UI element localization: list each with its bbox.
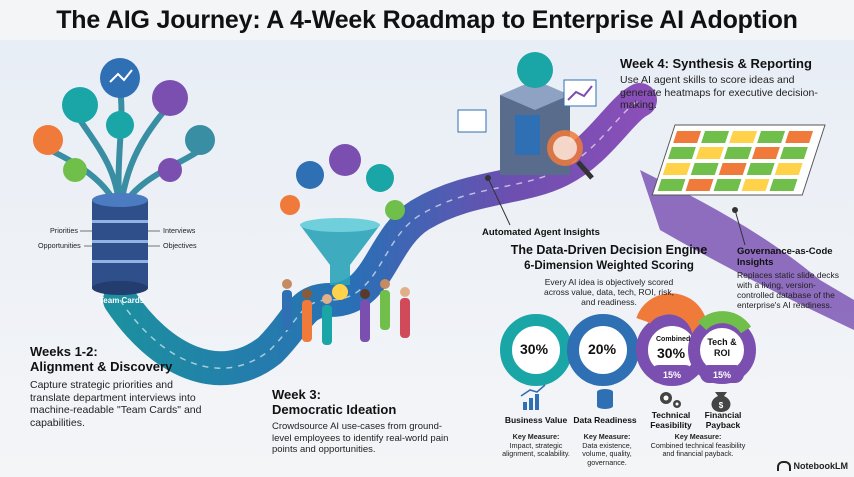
week12-body: Capture strategic priorities and transla… <box>30 379 202 429</box>
decision-engine-section: The Data-Driven Decision Engine 6-Dimens… <box>494 243 724 307</box>
measure-business-value: Key Measure: Impact, strategic alignment… <box>496 432 576 459</box>
team-cards-database <box>92 193 148 295</box>
decision-engine-illustration <box>457 52 597 180</box>
money-bag-icon: $ <box>711 392 731 412</box>
score-rings <box>500 293 756 386</box>
label-financial-payback: Financial Payback <box>704 410 742 430</box>
gears-icon <box>660 392 681 408</box>
score-combined-pct: 30% <box>657 345 686 361</box>
engine-body: Every AI idea is objectively scored acro… <box>544 277 674 307</box>
score-financial-payback-sub: 15% <box>713 370 732 380</box>
label-technical-feasibility: Technical Feasibility <box>650 410 692 430</box>
week12-section: Weeks 1-2: Alignment & Discovery Capture… <box>30 344 230 429</box>
label-data-readiness: Data Readiness <box>573 415 637 425</box>
measure-data-readiness: Key Measure: Data existence, volume, qua… <box>573 432 641 467</box>
week4-section: Week 4: Synthesis & Reporting Use AI age… <box>620 56 845 112</box>
label-business-value: Business Value <box>504 415 568 425</box>
ideation-funnel-illustration <box>280 144 410 345</box>
measure-title: Key Measure: <box>512 432 560 441</box>
svg-text:$: $ <box>719 401 724 410</box>
week3-heading-2: Democratic Ideation <box>272 402 397 417</box>
week3-heading-1: Week 3: <box>272 387 321 402</box>
notebooklm-logo: NotebookLM <box>776 461 849 471</box>
engine-title: The Data-Driven Decision Engine <box>510 243 708 257</box>
measure-combined: Key Measure: Combined technical feasibil… <box>646 432 750 459</box>
score-tech-roi-prefix: Tech & <box>707 337 737 347</box>
measure-text: Combined technical feasibility and finan… <box>650 440 746 458</box>
week3-body: Crowdsource AI use-cases from ground-lev… <box>272 421 449 455</box>
label-priorities: Priorities <box>50 226 78 235</box>
notebooklm-icon <box>776 461 791 471</box>
week12-heading-2: Alignment & Discovery <box>30 359 173 374</box>
governance-heading-2: Insights <box>737 257 774 268</box>
score-combined-prefix: Combined <box>656 336 691 343</box>
week4-heading: Week 4: Synthesis & Reporting <box>620 56 812 71</box>
measure-text: Impact, strategic alignment, scalability… <box>502 440 570 458</box>
engine-subtitle: 6-Dimension Weighted Scoring <box>524 260 694 272</box>
agent-insights-label: Automated Agent Insights <box>482 227 600 238</box>
governance-heading-1: Governance-as-Code <box>737 246 833 257</box>
label-team-cards: Team Cards <box>99 296 145 305</box>
label-interviews: Interviews <box>163 226 196 235</box>
measure-text: Data existence, volume, quality, governa… <box>582 440 632 467</box>
score-tech-roi-pct: ROI <box>713 348 730 358</box>
database-icon <box>597 389 613 409</box>
week4-body: Use AI agent skills to score ideas and g… <box>620 74 818 111</box>
governance-section: Governance-as-Code Insights Replaces sta… <box>737 246 849 310</box>
measure-title: Key Measure: <box>674 432 722 441</box>
governance-body: Replaces static slide decks with a livin… <box>737 270 840 310</box>
brand-name: NotebookLM <box>793 461 849 471</box>
label-objectives: Objectives <box>163 241 197 250</box>
idea-tree-illustration <box>33 58 215 295</box>
week3-section: Week 3: Democratic Ideation Crowdsource … <box>272 387 452 456</box>
score-business-value-pct: 30% <box>520 341 549 357</box>
bar-chart-icon <box>520 384 546 410</box>
week12-heading-1: Weeks 1-2: <box>30 344 98 359</box>
label-opportunities: Opportunities <box>38 241 81 250</box>
score-tech-feasibility-sub: 15% <box>663 370 682 380</box>
score-data-readiness-pct: 20% <box>588 341 617 357</box>
page-title: The AIG Journey: A 4-Week Roadmap to Ent… <box>56 6 798 34</box>
measure-title: Key Measure: <box>583 432 631 441</box>
heatmap-illustration <box>651 124 826 196</box>
